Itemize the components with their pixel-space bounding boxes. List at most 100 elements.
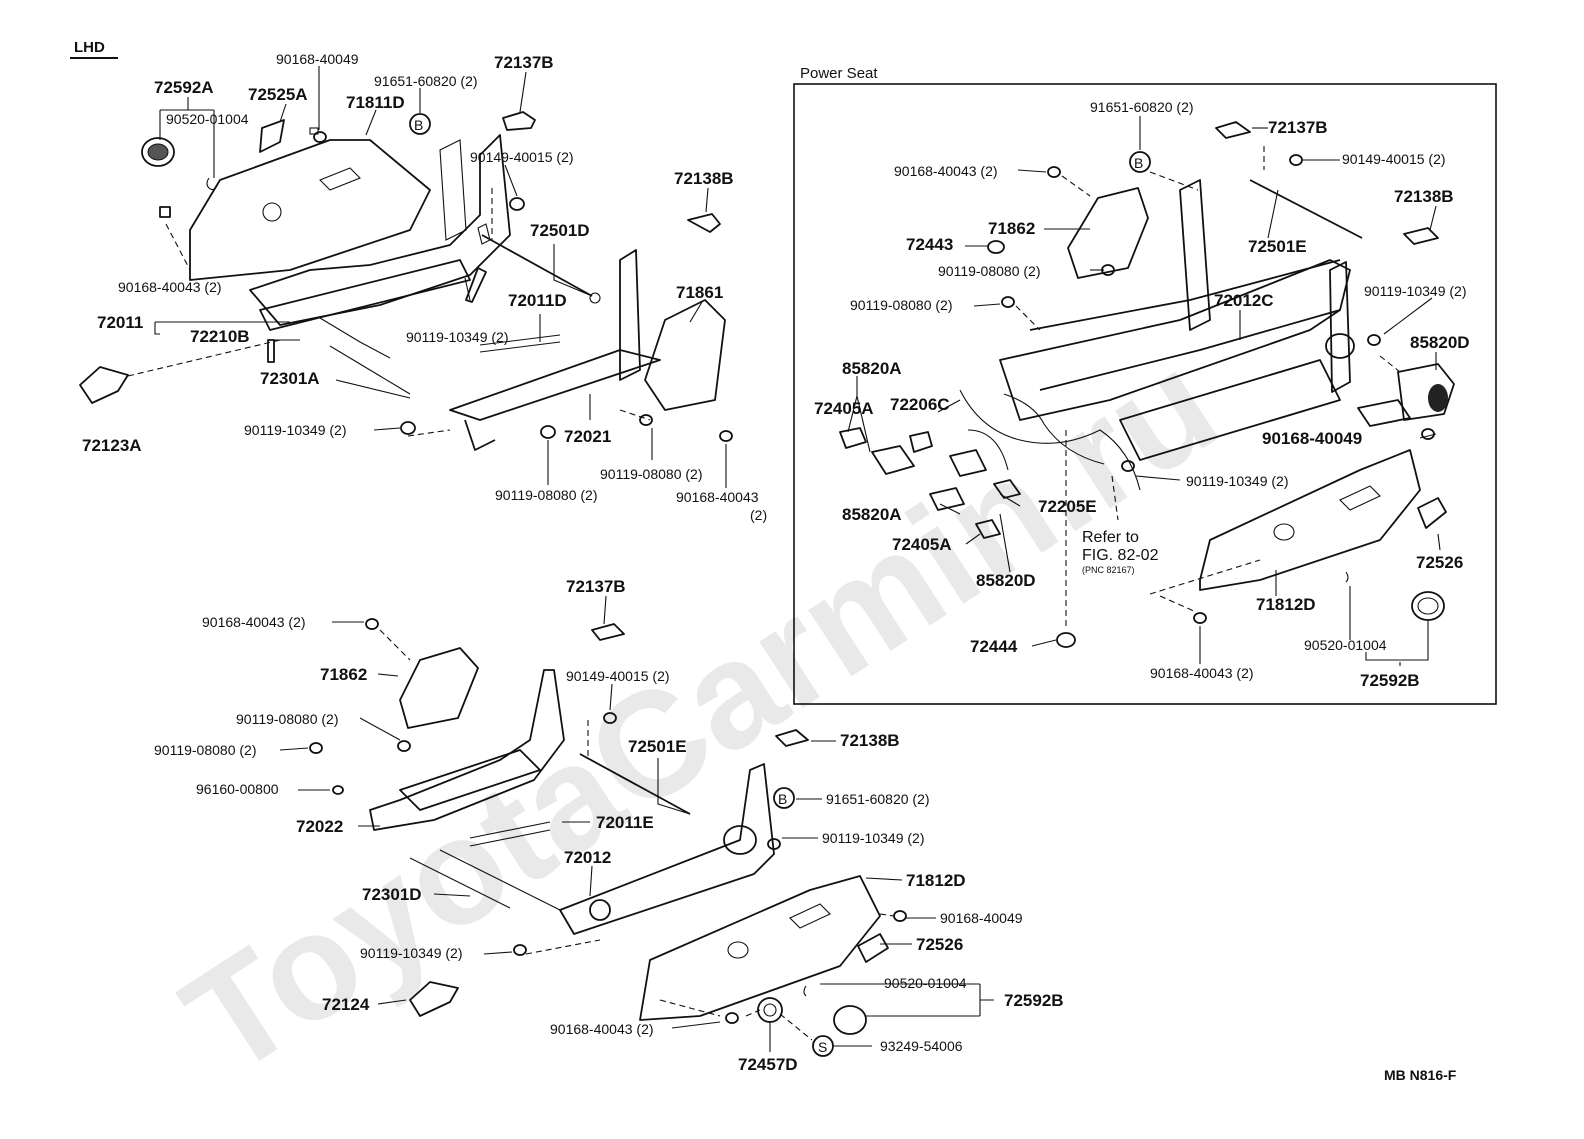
part-label: 90168-40043 (2) — [1150, 665, 1254, 681]
part-label: 72444 — [970, 637, 1018, 656]
seat-frame-bottom — [369, 669, 565, 831]
bushing — [1056, 632, 1076, 648]
part-label: 90168-40049 — [1262, 429, 1362, 448]
outer-shield-71812d — [1199, 449, 1421, 591]
seat-frame-left — [249, 134, 511, 326]
outer-shield-71812d — [639, 875, 881, 1021]
side-shield-71861 — [644, 299, 726, 411]
part-label: 71812D — [1256, 595, 1316, 614]
connector-85820a — [839, 427, 867, 449]
wire-harness — [959, 389, 1141, 491]
bolt — [400, 421, 416, 435]
bolt — [725, 1012, 739, 1024]
part-label: 90119-10349 (2) — [360, 945, 462, 961]
part-label: 90119-08080 (2) — [938, 263, 1040, 279]
power-seat-title: Power Seat — [800, 65, 878, 82]
marker-b-circle — [1129, 151, 1151, 173]
part-label: 72124 — [322, 995, 370, 1014]
lhd-label: LHD — [74, 39, 105, 56]
release-cable — [409, 849, 561, 911]
part-label: 90119-10349 (2) — [822, 830, 924, 846]
part-label: 90168-40043 — [676, 489, 759, 505]
power-seat-rail — [1119, 359, 1341, 461]
bolt — [719, 430, 733, 442]
part-label: 72443 — [906, 235, 953, 254]
part-label: 85820A — [842, 505, 902, 524]
bolt — [309, 127, 327, 143]
cover-72526 — [1417, 497, 1447, 529]
release-bar-pin — [267, 339, 275, 363]
part-label: 72012 — [564, 848, 611, 867]
marker-b-letter: B — [414, 117, 423, 133]
bolt — [1289, 154, 1303, 166]
part-label: 96160-00800 — [196, 781, 279, 797]
lumbar-knob — [757, 997, 783, 1023]
part-label: 72210B — [190, 327, 250, 346]
marker-b-letter: B — [778, 791, 787, 807]
part-label: 93249-54006 — [880, 1038, 963, 1054]
part-label: 72405A — [814, 399, 874, 418]
bolt — [893, 910, 907, 922]
marker-s-letter: S — [818, 1039, 827, 1055]
seat-motor — [1357, 363, 1455, 427]
seat-track-rail — [259, 259, 471, 331]
part-label: 71861 — [676, 283, 723, 302]
connector-85820a — [929, 487, 965, 511]
clip-spring — [803, 985, 807, 997]
part-label: 72301A — [260, 369, 320, 388]
side-shield — [1067, 187, 1149, 279]
part-label: 85820D — [1410, 333, 1470, 352]
part-label: 90168-40043 (2) — [118, 279, 222, 295]
part-label: 90149-40015 (2) — [1342, 151, 1446, 167]
part-label: 72137B — [494, 53, 554, 72]
cap-piece — [1215, 121, 1251, 139]
part-label: 72526 — [1416, 553, 1463, 572]
part-label: 90119-10349 (2) — [1364, 283, 1466, 299]
part-label: 72301D — [362, 885, 422, 904]
part-label: 71862 — [988, 219, 1035, 238]
part-label: 72011 — [97, 313, 143, 332]
bolt — [397, 740, 411, 752]
part-label: 90119-08080 (2) — [600, 466, 702, 482]
marker-b-circle — [409, 113, 431, 135]
seat-frame-72012 — [559, 763, 775, 935]
part-label: 72592B — [1360, 671, 1420, 690]
part-label: 91651-60820 (2) — [826, 791, 930, 807]
bushing — [987, 240, 1005, 254]
part-label: 90168-40049 — [276, 51, 359, 67]
cap-piece — [591, 623, 625, 641]
connector-72206c — [909, 431, 933, 453]
lower-track — [449, 349, 661, 421]
part-label: 72526 — [916, 935, 963, 954]
part-label: 72137B — [566, 577, 626, 596]
part-label: 90520-01004 — [1304, 637, 1387, 653]
bolt — [639, 414, 653, 426]
cap-piece — [687, 213, 721, 233]
part-label: 72501E — [628, 737, 687, 756]
refer-note-line3: (PNC 82167) — [1082, 565, 1135, 575]
part-label: 72012C — [1214, 291, 1274, 310]
screw — [465, 267, 487, 303]
manual-seat-assembly-left: B — [79, 66, 733, 488]
cap-piece — [775, 729, 809, 747]
refer-note-line2: FIG. 82-02 — [1082, 547, 1159, 564]
part-label: 90520-01004 — [884, 975, 967, 991]
refer-note-line1: Refer to — [1082, 529, 1139, 546]
bolt — [365, 618, 379, 630]
diagram-code: MB N816-F — [1384, 1067, 1457, 1083]
connector-72405a — [975, 519, 1001, 539]
recliner-knob — [1411, 591, 1445, 621]
bolt — [603, 712, 617, 724]
part-label: 91651-60820 (2) — [374, 73, 478, 89]
part-label: 72138B — [840, 731, 900, 750]
side-shield — [399, 647, 479, 729]
recliner-knob — [141, 137, 175, 167]
part-label: 72501E — [1248, 237, 1307, 256]
part-label: 90119-10349 (2) — [406, 329, 508, 345]
connector-85820d — [949, 449, 987, 477]
bolt — [513, 944, 527, 956]
cap-piece — [1403, 227, 1439, 245]
slide-lever-handle — [409, 981, 459, 1017]
part-label: 90119-08080 (2) — [850, 297, 952, 313]
